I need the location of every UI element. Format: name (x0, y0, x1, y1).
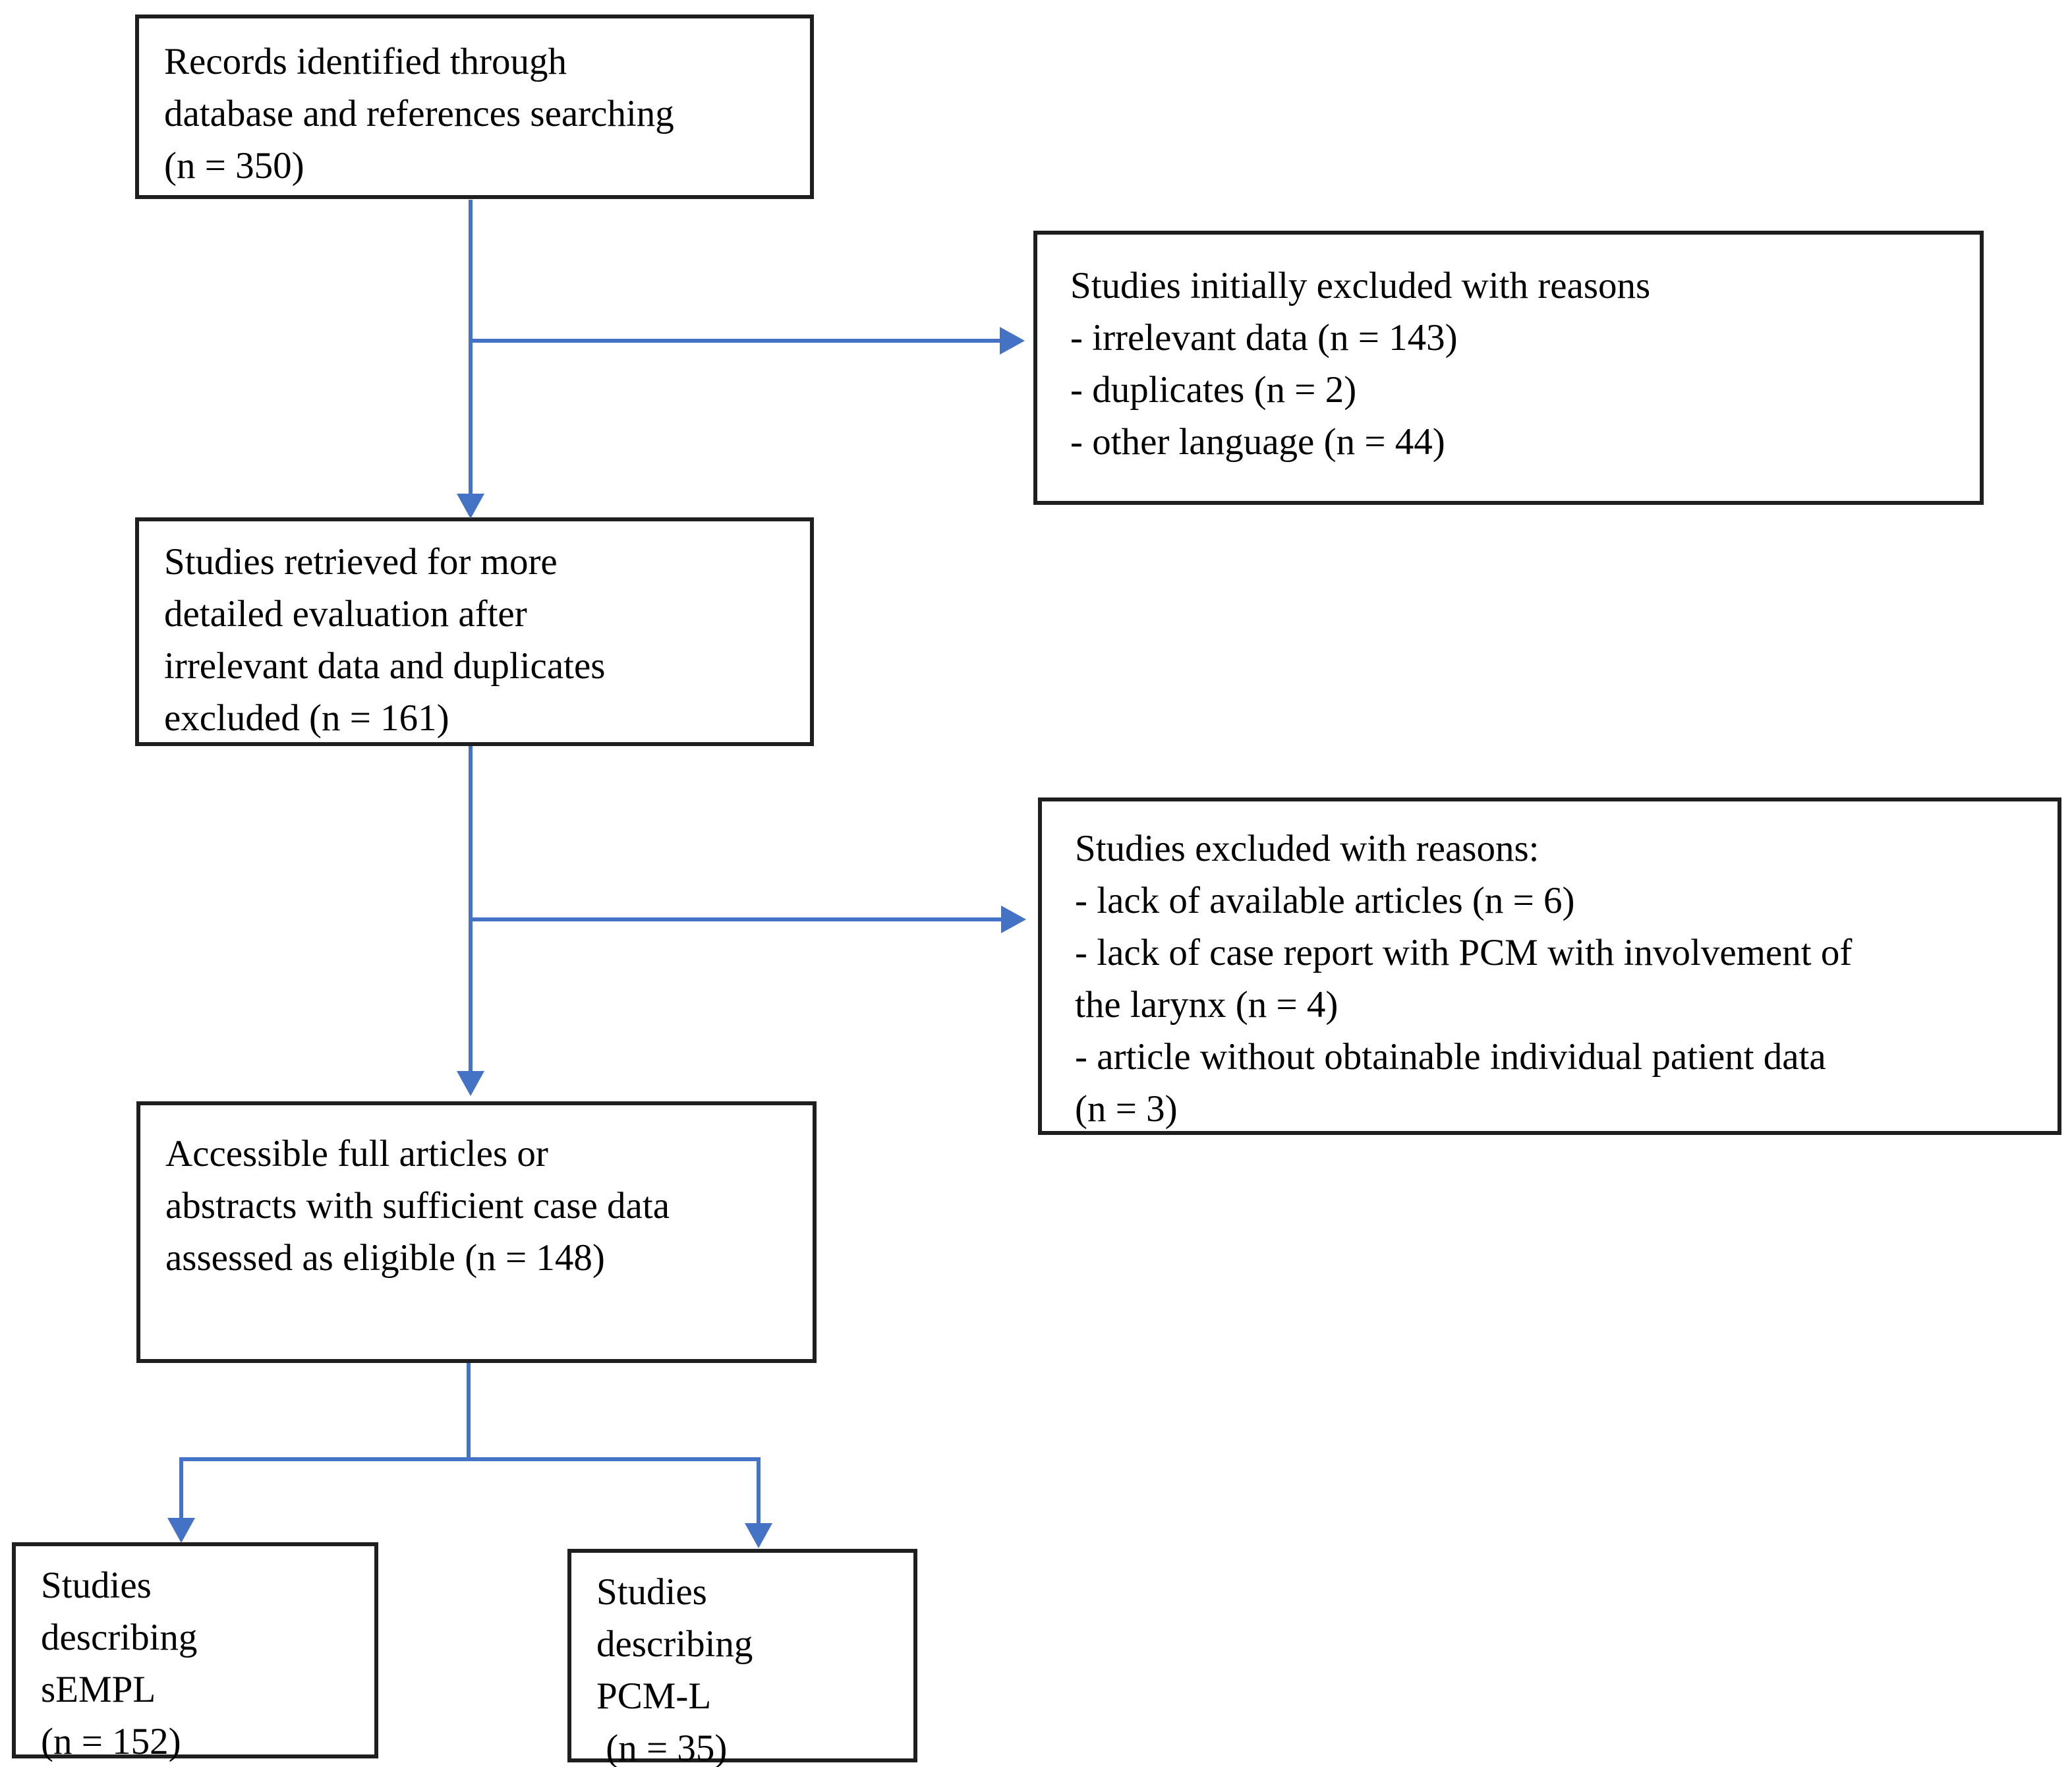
box-accessible-eligible: Accessible full articles or abstracts wi… (136, 1101, 817, 1363)
connector-split-to-sempl (179, 1457, 183, 1519)
arrowhead-down-icon (457, 494, 484, 519)
box-text-line: PCM-L (596, 1675, 712, 1717)
box-studies-sempl: Studies describing sEMPL (n = 152) (12, 1542, 378, 1762)
box-studies-pcml: Studies describing PCM-L (n = 35) (567, 1549, 917, 1767)
box-text-line: describing (41, 1617, 198, 1658)
arrowhead-down-icon (457, 1071, 484, 1096)
box-text-line: - lack of available articles (n = 6) (1075, 880, 1575, 921)
box-text-line: database and references searching (164, 93, 674, 134)
box-studies-retrieved: Studies retrieved for more detailed eval… (135, 517, 814, 746)
box-text-line: irrelevant data and duplicates (164, 645, 606, 687)
box-text-line: assessed as eligible (n = 148) (165, 1237, 605, 1279)
arrowhead-right-icon (1001, 906, 1026, 933)
box-text-line: excluded (n = 161) (164, 697, 449, 739)
box-text-line: Records identified through (164, 41, 567, 82)
box-text-line: describing (596, 1623, 753, 1665)
connector-eligible-to-split (467, 1363, 471, 1459)
box-studies-initially-excluded: Studies initially excluded with reasons … (1033, 231, 1984, 505)
box-text-line: (n = 3) (1075, 1088, 1178, 1130)
arrowhead-down-icon (745, 1523, 772, 1548)
box-text-line: - duplicates (n = 2) (1070, 369, 1357, 411)
box-text-line: detailed evaluation after (164, 593, 527, 635)
box-text-line: Studies retrieved for more (164, 541, 558, 583)
box-records-identified: Records identified through database and … (135, 14, 814, 199)
box-text-line: - article without obtainable individual … (1075, 1036, 1826, 1078)
box-text-line: Accessible full articles or (165, 1133, 548, 1174)
arrowhead-right-icon (1000, 327, 1025, 355)
connector-split-to-pcml (757, 1457, 761, 1524)
box-text-line: (n = 152) (41, 1721, 181, 1762)
connector-retrieved-to-eligible (469, 746, 473, 1072)
box-text-line: - lack of case report with PCM with invo… (1075, 932, 1853, 973)
box-text-line: Studies initially excluded with reasons (1070, 265, 1651, 306)
box-text-line: sEMPL (41, 1669, 156, 1710)
box-text-line: (n = 35) (596, 1727, 728, 1767)
box-text-line: - irrelevant data (n = 143) (1070, 317, 1458, 359)
connector-records-to-retrieved (469, 200, 473, 495)
box-text-line: Studies excluded with reasons: (1075, 828, 1540, 869)
connector-split-horizontal (179, 1457, 761, 1461)
box-text-line: Studies (596, 1571, 707, 1613)
connector-to-excluded (469, 917, 1001, 921)
box-text-line: - other language (n = 44) (1070, 421, 1445, 463)
connector-to-initially-excluded (469, 339, 1000, 343)
box-text-line: the larynx (n = 4) (1075, 984, 1338, 1026)
box-text-line: abstracts with sufficient case data (165, 1185, 670, 1227)
box-text-line: Studies (41, 1565, 152, 1606)
arrowhead-down-icon (167, 1518, 195, 1543)
box-text-line: (n = 350) (164, 145, 304, 187)
box-studies-excluded: Studies excluded with reasons: - lack of… (1038, 797, 2061, 1135)
